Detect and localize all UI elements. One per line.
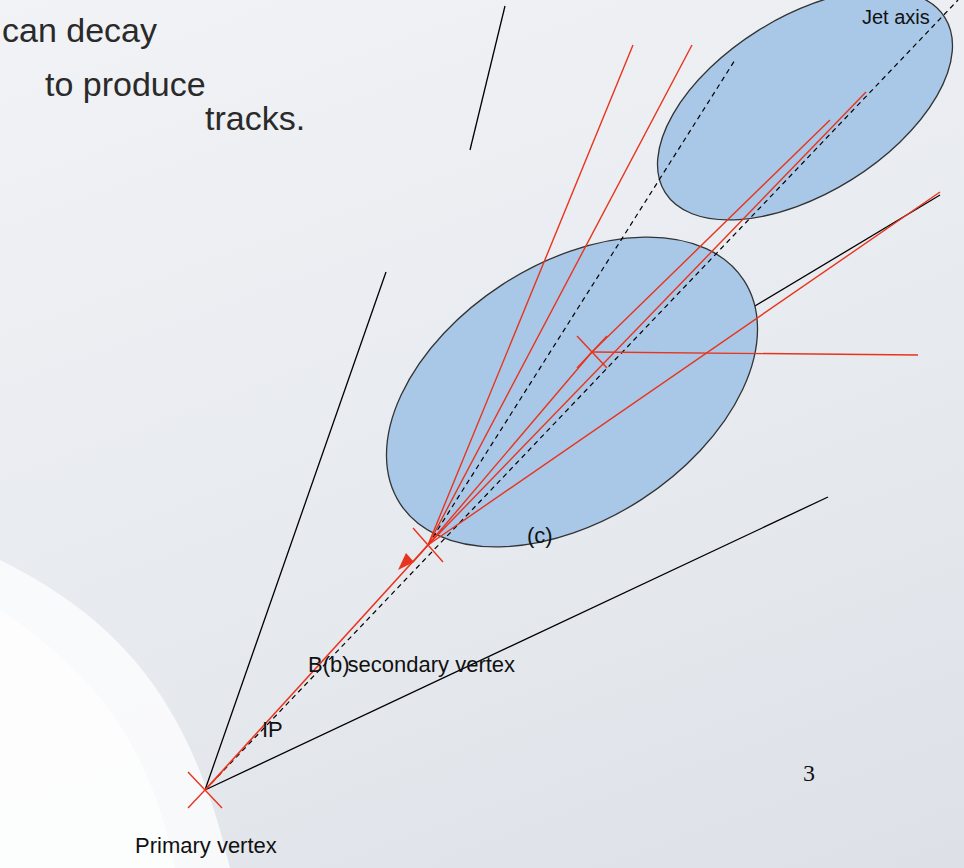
quark-label: (c) [527, 524, 553, 548]
cone-line [205, 272, 386, 790]
background-swoosh [0, 560, 230, 868]
particle-label: B(b) [308, 653, 350, 677]
vertex-label: secondary vertex [348, 653, 516, 677]
arrowhead [398, 553, 414, 570]
slide-number: 3 [803, 760, 815, 786]
slide-text: to produce [45, 66, 206, 103]
vertex-label: Primary vertex [135, 834, 277, 858]
slide-text: tracks. [205, 100, 305, 137]
axis-label: Jet axis [862, 6, 930, 28]
particle-tracks [428, 45, 940, 545]
background-swoosh [0, 610, 175, 868]
vertex-cross [188, 336, 607, 808]
ip-label: IP [262, 718, 283, 742]
lower-jet-ellipse [330, 173, 813, 611]
jet-axis-line [428, 60, 735, 545]
jet-axis-line [205, 0, 958, 790]
slide-text: can decay [2, 12, 157, 49]
upper-jet-ellipse [618, 0, 964, 267]
cone-line [470, 6, 505, 150]
